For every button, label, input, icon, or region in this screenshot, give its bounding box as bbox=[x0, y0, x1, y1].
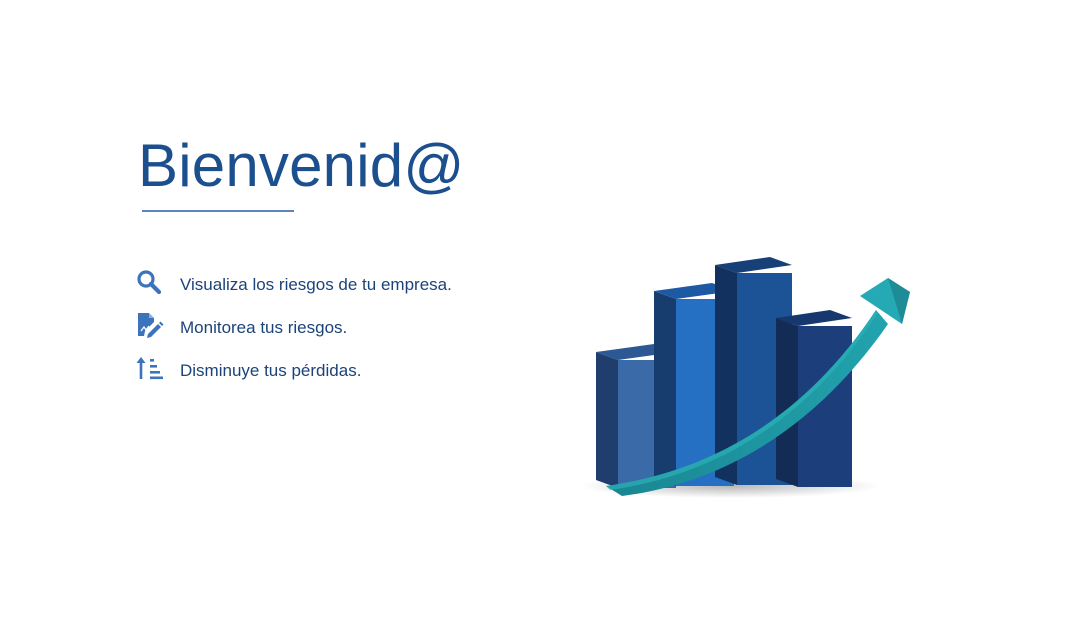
feature-item-reduce: Disminuye tus pérdidas. bbox=[136, 354, 452, 382]
growth-bar-chart-illustration bbox=[580, 257, 910, 498]
page-title: Bienvenid@ bbox=[138, 132, 465, 199]
title-divider bbox=[142, 210, 294, 212]
edit-document-icon bbox=[136, 311, 164, 339]
feature-item-visualize: Visualiza los riesgos de tu empresa. bbox=[136, 268, 452, 296]
feature-item-monitor: Monitorea tus riesgos. bbox=[136, 311, 452, 339]
search-icon bbox=[136, 268, 164, 296]
growth-chart-illustration bbox=[570, 240, 930, 510]
sort-ascending-icon bbox=[136, 354, 164, 382]
feature-label: Disminuye tus pérdidas. bbox=[180, 361, 362, 380]
feature-label: Visualiza los riesgos de tu empresa. bbox=[180, 275, 452, 294]
feature-list: Visualiza los riesgos de tu empresa. Mon… bbox=[136, 268, 452, 397]
growth-arrow bbox=[606, 278, 910, 496]
feature-label: Monitorea tus riesgos. bbox=[180, 318, 348, 337]
